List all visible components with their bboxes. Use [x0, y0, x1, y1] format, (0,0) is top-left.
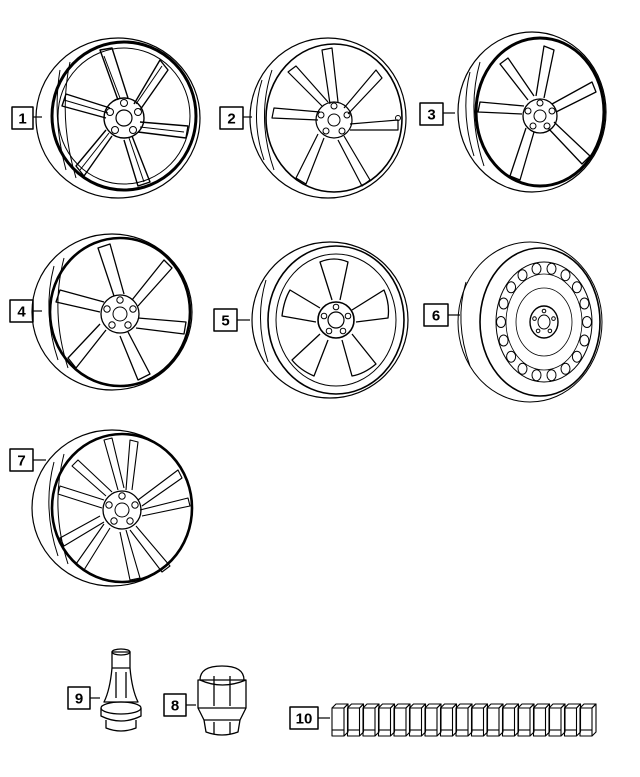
weight-segment: [408, 703, 427, 737]
vent-hole: [560, 269, 571, 282]
vent-hole: [546, 262, 557, 275]
valve-stem[interactable]: [100, 648, 142, 732]
vent-hole: [546, 369, 557, 382]
wheel-7[interactable]: [31, 429, 194, 587]
weight-segment: [393, 703, 411, 737]
vent-hole: [517, 269, 528, 282]
vent-hole: [498, 297, 509, 310]
wheel-1[interactable]: [35, 37, 201, 199]
wheel-weights[interactable]: [331, 703, 597, 737]
wheel-2[interactable]: [249, 37, 407, 199]
vent-hole: [506, 281, 517, 294]
lug-hole: [547, 328, 553, 334]
vent-hole: [571, 281, 582, 294]
callout-3: 3: [427, 107, 435, 124]
weight-segment: [548, 703, 566, 737]
lug-hole: [551, 316, 556, 321]
callout-10: 10: [296, 711, 313, 728]
wheel-3[interactable]: [457, 31, 607, 193]
vent-hole: [531, 262, 542, 275]
weight-segment: [470, 703, 489, 737]
vent-hole: [517, 362, 528, 375]
weight-segment: [362, 703, 380, 737]
weight-segment: [424, 703, 442, 737]
callout-8: 8: [171, 698, 179, 715]
callout-4: 4: [17, 304, 26, 321]
wheel-4[interactable]: [31, 233, 193, 391]
weight-segment: [563, 703, 582, 737]
callout-2: 2: [227, 111, 235, 128]
vent-hole: [560, 362, 571, 375]
callout-6: 6: [432, 308, 440, 325]
lug-hole: [541, 308, 547, 314]
lug-hole: [535, 328, 541, 334]
weight-segment: [331, 703, 349, 737]
callout-9: 9: [75, 691, 83, 708]
weight-segment: [455, 703, 473, 737]
callout-labels: 1 2 3 4 5 6 7 9 8 10: [17, 107, 440, 728]
vent-hole: [571, 350, 582, 363]
wheel-6[interactable]: [457, 241, 603, 403]
wheel-5[interactable]: [251, 241, 409, 399]
weight-segment: [517, 703, 535, 737]
weight-segment: [346, 703, 365, 737]
vent-hole: [579, 334, 590, 347]
vent-hole: [579, 297, 590, 310]
weight-segment: [377, 703, 396, 737]
vent-hole: [506, 350, 517, 363]
callout-7: 7: [17, 453, 25, 470]
weight-segment: [579, 703, 597, 737]
callout-1: 1: [18, 111, 26, 128]
weight-segment: [532, 703, 551, 737]
weight-segment: [439, 703, 458, 737]
weight-segment: [486, 703, 504, 737]
lug-hole: [532, 316, 537, 321]
weight-segment: [501, 703, 520, 737]
callout-5: 5: [221, 313, 229, 330]
vent-hole: [496, 316, 506, 328]
callouts: [9, 102, 460, 730]
vent-hole: [498, 334, 509, 347]
lug-nut[interactable]: [197, 665, 247, 736]
vent-hole: [582, 316, 592, 328]
vent-hole: [531, 369, 542, 382]
